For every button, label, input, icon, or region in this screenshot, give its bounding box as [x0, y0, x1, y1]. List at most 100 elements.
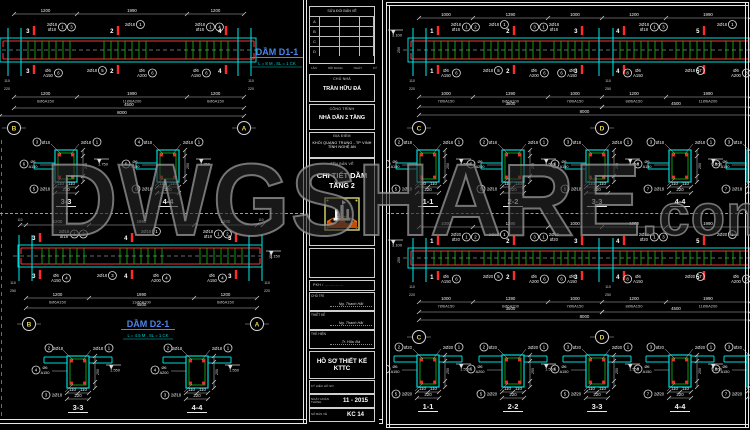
leader-line [414, 382, 424, 392]
rebar-label: 2Ø18 [203, 229, 214, 234]
rebar-mark-circle [98, 66, 107, 75]
grid-bubble-label: A [255, 321, 260, 328]
grid-bubble-label: B [27, 321, 32, 328]
dim-tick [154, 184, 160, 190]
level-flag-triangle [544, 159, 549, 164]
level-flag-triangle [628, 364, 633, 369]
rebar-mark-circle [711, 159, 721, 169]
rebar-mark-number: 3 [650, 140, 653, 145]
sheet-border [303, 0, 304, 423]
rebar-mark-circle [742, 274, 750, 284]
rebar-mark-number: 6 [151, 71, 154, 76]
dim-tick [688, 389, 694, 395]
rebar-mark-number: 2 [398, 345, 401, 350]
dim-text: 220 [424, 187, 432, 192]
rebar-mark-circle [161, 273, 171, 283]
leader-line [183, 383, 193, 393]
dim-text: 1000 [441, 221, 451, 226]
section-cut-mark [224, 65, 228, 74]
dim-tick [63, 184, 69, 190]
meta-row-sheet-number: SỐ BẢN VẼ KC 14 [309, 408, 375, 422]
dim-tick [154, 190, 160, 196]
dim-tick [605, 395, 611, 401]
dim-tick [605, 190, 611, 196]
stirrup-label: Ø6 [477, 160, 482, 164]
dim-tick [64, 396, 70, 402]
leader-line [517, 143, 527, 155]
rebar-label: 2Ø18 [483, 68, 494, 73]
dim-tick [436, 184, 442, 190]
rebar-label: 2Ø20 [451, 232, 462, 237]
leader-line [412, 348, 424, 360]
rebar-mark-circle [563, 137, 573, 147]
rebar-label: 2Ø18 [87, 68, 98, 73]
rebar-mark-number: 7 [699, 68, 702, 73]
rebar-label: Ø18 [489, 140, 498, 145]
dim-tick [694, 384, 700, 390]
dim-tick [17, 222, 23, 228]
section-concrete-outline [54, 149, 78, 183]
rebar-label: 2Ø20 [612, 345, 623, 350]
rebar-mark-number: 1 [542, 235, 545, 240]
dim-tick [688, 184, 694, 190]
rebar-label: Ø6 [443, 68, 449, 73]
dim-text: 1200 [629, 12, 639, 17]
section-stirrup [504, 152, 522, 180]
dim-text: 110 [588, 181, 596, 186]
rebar-label: Ø20 [656, 345, 665, 350]
section-title: 3-3 [592, 402, 603, 411]
rebar-mark-circle [462, 22, 471, 32]
section-concrete-outline [416, 354, 440, 388]
dim-tick [470, 224, 476, 230]
dim-text: 4500 [124, 102, 134, 107]
dim-tick [521, 184, 527, 190]
section-cut-mark [38, 270, 42, 279]
dim-tick [442, 352, 448, 358]
stirrup-label: Ø6 [561, 365, 566, 369]
grid-bubble [237, 121, 251, 135]
revision-row-label: D [310, 46, 320, 56]
dim-text: 110 [69, 387, 77, 392]
rebar-mark-circle [711, 364, 721, 374]
dim-text: 1990 [703, 296, 713, 301]
dim-tick [694, 352, 700, 358]
drawing-title-box: TÊN BẢN VẼ CHI TIẾT DẦM TẦNG 2 [309, 158, 375, 246]
section-cut-mark [116, 65, 120, 74]
rebar-label: Ø18 [60, 234, 69, 239]
dim-text: 1200 [629, 296, 639, 301]
section-stirrup [588, 152, 606, 180]
section-cut-mark [130, 233, 134, 242]
rebar-dot [58, 153, 61, 157]
section-cut-number: 4 [616, 275, 620, 281]
dim-text: 1390 [506, 296, 516, 301]
section-title: 1-1 [423, 197, 434, 206]
rebar-mark-number: 2 [474, 235, 477, 240]
rebar-mark-number: 8 [715, 367, 718, 372]
rebar-label: 2Ø18 [443, 140, 454, 145]
sheet-fold-line [386, 213, 748, 214]
dim-text: 110 [68, 181, 76, 186]
dim-tick [611, 179, 617, 185]
dim-text: 1990 [703, 12, 713, 17]
section-cut-number: 3 [574, 69, 578, 75]
rebar-label: A200 [529, 279, 539, 284]
leader-line [684, 348, 694, 360]
rebar-mark-circle [44, 343, 54, 353]
rebar-mark-number: 5 [33, 187, 36, 192]
dim-text: 110 [430, 181, 438, 186]
dim-text: 1200 [53, 292, 63, 297]
rebar-mark-number: 1 [198, 140, 201, 145]
dim-tick [416, 15, 422, 21]
section-concrete-outline [185, 355, 209, 389]
rebar-mark-number: 1 [731, 232, 734, 237]
section-cut-mark [580, 26, 584, 35]
dim-tick [694, 153, 700, 159]
dim-text: 110 [599, 181, 607, 186]
dim-tick [470, 299, 476, 305]
rebar-label: Ø20 [550, 237, 559, 242]
level-value: 3.550 [460, 162, 471, 167]
section-cut-mark [512, 26, 516, 35]
rebar-label: Ø18 [573, 140, 582, 145]
location-line2: TỈNH NGHỆ AN [328, 145, 356, 149]
